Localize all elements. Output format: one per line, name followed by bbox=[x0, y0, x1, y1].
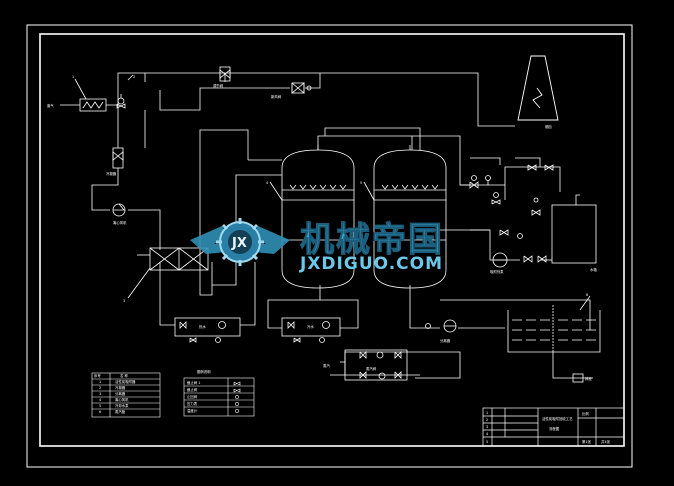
pump-right-label: 吸附剂泵 bbox=[490, 269, 504, 274]
outlet-label: 排放 bbox=[585, 376, 592, 381]
title-block-row-1: 1 bbox=[486, 411, 488, 415]
watermark-logo-text: JX bbox=[231, 236, 247, 251]
left-heater bbox=[74, 78, 107, 112]
legend-item-2: 截止阀 bbox=[187, 387, 198, 392]
legend-header: 图例说明 bbox=[197, 369, 211, 374]
legend-item-1: 截止阀 1 bbox=[187, 380, 200, 385]
parts-row-6: 6 bbox=[99, 410, 101, 414]
watermark-en: JXDIGUO.COM bbox=[299, 254, 443, 274]
sep-pump-icon bbox=[425, 319, 457, 333]
parts-row-5: 5 bbox=[99, 404, 101, 408]
separator-tank bbox=[507, 295, 601, 383]
parts-name-2: 冷凝器 bbox=[115, 385, 126, 390]
inlet-label: 废气 bbox=[47, 103, 54, 108]
parts-name-3: 分离器 bbox=[115, 391, 126, 396]
top-valve-label: 调节阀 bbox=[213, 83, 224, 88]
steam-label: 蒸汽 bbox=[323, 363, 330, 368]
item-2-number: 2 bbox=[133, 75, 135, 79]
parts-name-1: 活性炭吸附器 bbox=[115, 379, 136, 384]
left-equip-label: 冷凝器 bbox=[106, 171, 117, 176]
parts-name-5: 冷却水泵 bbox=[115, 403, 129, 408]
item-3-number: 3 bbox=[123, 299, 125, 303]
bottom-pump-group-1 bbox=[174, 317, 241, 343]
item-6-number: 6 bbox=[586, 293, 588, 297]
title-block-row-4: 4 bbox=[486, 432, 488, 436]
title-block-row-2: 2 bbox=[486, 418, 488, 422]
legend-table bbox=[183, 377, 255, 417]
adsorber-tower-2 bbox=[363, 145, 447, 289]
parts-row-4: 4 bbox=[99, 398, 101, 402]
fan-left-label: 离心风机 bbox=[113, 220, 127, 225]
title-block-title: 活性炭吸附回收工艺 bbox=[542, 416, 573, 421]
heat-exchanger-boxes bbox=[127, 247, 209, 299]
steam-valve-cluster bbox=[344, 349, 408, 381]
title-block-row-5: 5 bbox=[486, 440, 488, 444]
title-block-subtitle: 流程图 bbox=[549, 426, 560, 431]
item-4-number: 4 bbox=[266, 181, 268, 185]
legend-item-3: 止回阀 bbox=[187, 394, 198, 399]
item-1-number: 1 bbox=[72, 75, 74, 79]
title-block-sheet: 第1张 bbox=[582, 439, 592, 444]
chimney-icon bbox=[517, 55, 559, 121]
title-block-total: 共1张 bbox=[601, 439, 611, 444]
watermark: JX 机械帝国 JXDIGUO.COM bbox=[190, 218, 444, 274]
parts-row-3: 3 bbox=[99, 392, 101, 396]
legend-item-4: 压力表 bbox=[187, 401, 198, 406]
left-valve-icon bbox=[112, 147, 126, 217]
parts-row-2: 2 bbox=[99, 386, 101, 390]
sep-pump-label: 分离器 bbox=[440, 338, 451, 343]
tank-label: 水箱 bbox=[590, 267, 597, 272]
right-tank bbox=[551, 194, 597, 264]
pump2-label: 冷水 bbox=[307, 324, 314, 329]
parts-row-1: 1 bbox=[99, 380, 101, 384]
sheet-frame bbox=[26, 24, 633, 468]
title-block-row-3: 3 bbox=[486, 425, 488, 429]
right-valves bbox=[469, 164, 554, 268]
piping bbox=[60, 72, 593, 379]
parts-name-6: 蒸汽管 bbox=[115, 409, 126, 414]
parts-table bbox=[91, 372, 161, 418]
parts-table-header: 序号 bbox=[94, 373, 101, 378]
steam-valve-label: 蒸汽阀 bbox=[366, 366, 377, 371]
legend-item-5: 温度计 bbox=[187, 408, 198, 413]
watermark-cn: 机械帝国 bbox=[300, 220, 444, 260]
parts-name-4: 离心风机 bbox=[115, 397, 129, 402]
item-5-number: 5 bbox=[360, 181, 362, 185]
title-block-scale: 比例 bbox=[582, 411, 589, 416]
top-valve-icon bbox=[219, 66, 312, 94]
adsorber-tower-1 bbox=[269, 145, 355, 289]
bottom-pump-group-2 bbox=[281, 317, 341, 343]
inlet-valve-icon bbox=[116, 74, 134, 109]
chimney-label: 烟囱 bbox=[545, 124, 552, 129]
title-block bbox=[482, 407, 625, 447]
pump1-label: 热水 bbox=[199, 324, 206, 329]
right-valve-label: 新风阀 bbox=[271, 94, 282, 99]
parts-table-header2: 名 称 bbox=[120, 373, 128, 378]
